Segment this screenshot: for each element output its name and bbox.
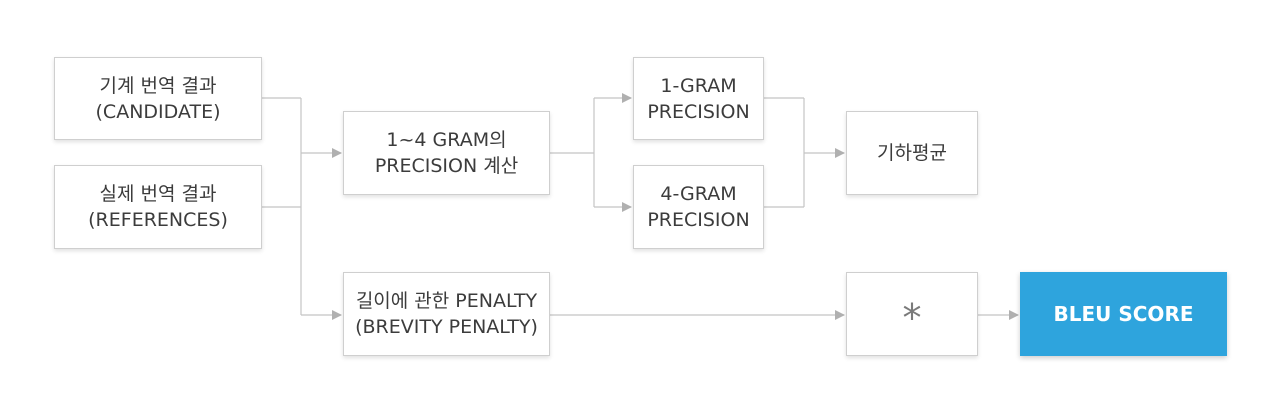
brevity-penalty-sublabel: (BREVITY PENALTY) xyxy=(355,316,538,338)
bleu-score-box: BLEU SCORE xyxy=(1020,272,1227,356)
multiply-icon: * xyxy=(902,296,922,340)
bleu-score-label: BLEU SCORE xyxy=(1053,302,1194,326)
gram4-sublabel: PRECISION xyxy=(647,209,750,231)
references-box: 실제 번역 결과 (REFERENCES) xyxy=(54,165,262,249)
gram4-label: 4-GRAM xyxy=(660,183,737,205)
references-label: 실제 번역 결과 xyxy=(99,183,217,205)
gram1-label: 1-GRAM xyxy=(660,74,737,97)
precision-calc-box: 1~4 GRAM의 PRECISION 계산 xyxy=(343,111,550,195)
geometric-mean-box: 기하평균 xyxy=(846,111,978,195)
candidate-sublabel: (CANDIDATE) xyxy=(95,100,221,123)
geometric-mean-label: 기하평균 xyxy=(877,142,947,164)
multiply-box: * xyxy=(846,272,978,356)
gram4-precision-box: 4-GRAM PRECISION xyxy=(633,165,764,249)
gram1-precision-box: 1-GRAM PRECISION xyxy=(633,57,764,140)
candidate-box: 기계 번역 결과 (CANDIDATE) xyxy=(54,57,262,140)
brevity-penalty-label: 길이에 관한 PENALTY xyxy=(355,290,538,312)
references-sublabel: (REFERENCES) xyxy=(88,209,228,231)
candidate-label: 기계 번역 결과 xyxy=(99,74,217,97)
brevity-penalty-box: 길이에 관한 PENALTY (BREVITY PENALTY) xyxy=(343,272,550,356)
precision-calc-sublabel: PRECISION 계산 xyxy=(374,155,519,177)
precision-calc-label: 1~4 GRAM의 xyxy=(386,129,507,151)
gram1-sublabel: PRECISION xyxy=(647,100,750,123)
